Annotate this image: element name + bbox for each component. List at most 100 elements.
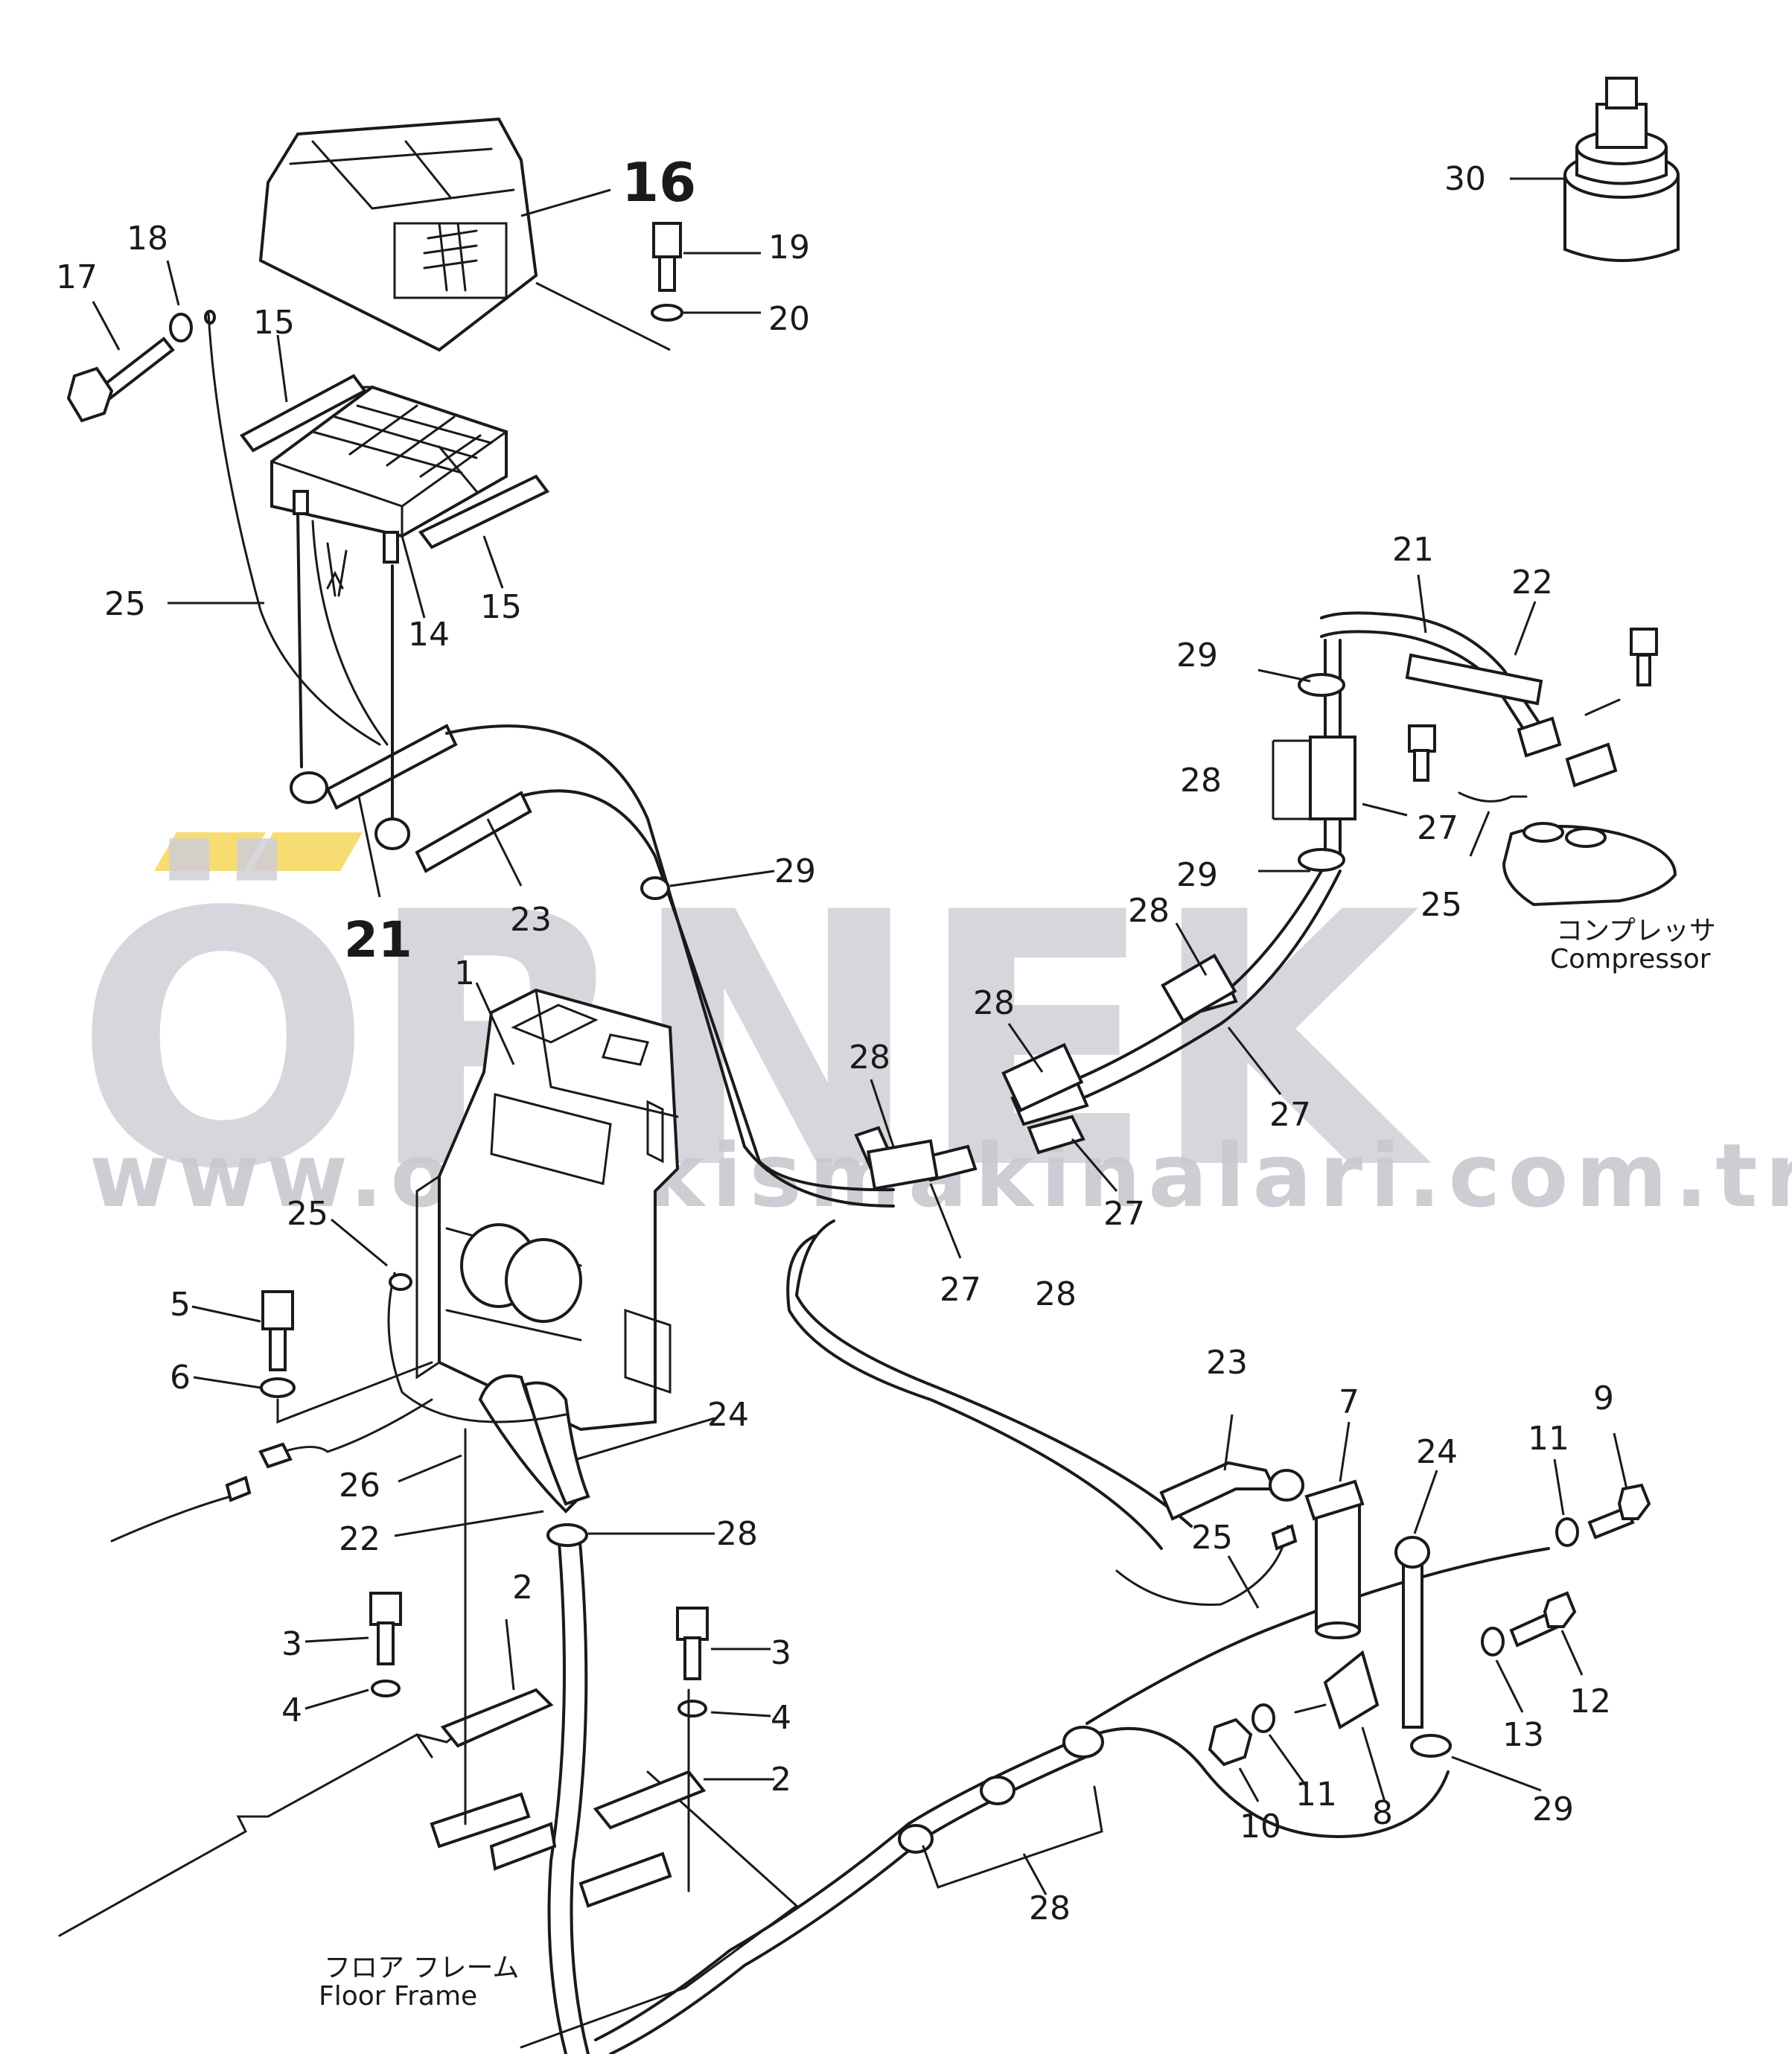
washer-part-20 — [651, 304, 761, 322]
callout-labels: 30 16 18 17 19 20 15 15 25 14 21 23 29 2… — [56, 151, 1614, 1927]
washer-part-6 — [193, 1361, 433, 1424]
callout-3-left: 3 — [281, 1625, 302, 1663]
callout-28-mid-left: 28 — [849, 1039, 890, 1077]
callout-14: 14 — [408, 616, 450, 654]
compressor-en-label: Compressor — [1550, 944, 1711, 975]
washer-part-11-lower — [1251, 1703, 1308, 1787]
callout-28-bottom: 28 — [1029, 1889, 1071, 1927]
bolt-part-19 — [652, 222, 761, 292]
expansion-fitting-part-14 — [293, 490, 426, 619]
callout-25-right: 25 — [1420, 886, 1462, 924]
callout-12: 12 — [1569, 1683, 1611, 1720]
callout-20: 20 — [768, 300, 810, 338]
cover-part-16 — [258, 117, 671, 352]
bolt-part-17 — [66, 301, 175, 423]
callout-19: 19 — [768, 229, 810, 267]
callout-18: 18 — [127, 220, 168, 258]
callout-25-left: 25 — [287, 1195, 328, 1233]
bolt-part-3-right — [676, 1607, 771, 1680]
callout-22-left: 22 — [339, 1520, 380, 1558]
wire-part-26 — [110, 1398, 462, 1543]
callout-15-upper: 15 — [253, 304, 295, 342]
callout-6: 6 — [170, 1359, 191, 1397]
callout-29-main: 29 — [774, 852, 816, 890]
pad-part-15-lower — [418, 474, 550, 589]
callout-4-right: 4 — [771, 1699, 791, 1737]
floor-frame-en-label: Floor Frame — [319, 1981, 477, 2012]
callout-16: 16 — [622, 151, 696, 214]
washer-part-18 — [166, 260, 216, 342]
hose-part-24-lower — [523, 1381, 715, 1506]
floor-brackets — [430, 1428, 690, 1908]
air-conditioner-unit-part-1 — [415, 982, 680, 1432]
callout-17: 17 — [56, 258, 98, 296]
callout-29-lower: 29 — [1532, 1790, 1574, 1828]
hose-part-23-upper — [374, 564, 532, 887]
hose-part-24-right — [1394, 1470, 1438, 1729]
pad-part-15-upper — [240, 334, 367, 453]
bolt-part-9 — [1587, 1432, 1651, 1540]
callout-28-mid-right: 28 — [1128, 892, 1170, 930]
callout-27-right: 27 — [1417, 809, 1458, 847]
hose-part-21-upper — [290, 512, 458, 898]
washer-part-4-right — [677, 1700, 771, 1717]
bolt-part-5 — [191, 1290, 294, 1371]
callout-28-left: 28 — [716, 1515, 758, 1553]
callout-3-right: 3 — [771, 1634, 791, 1672]
bracket-part-8 — [1294, 1650, 1386, 1802]
callout-30: 30 — [1444, 160, 1486, 198]
callout-25-lower-right: 25 — [1191, 1519, 1233, 1557]
callout-21-left: 21 — [344, 911, 412, 969]
compressor — [1502, 822, 1677, 907]
callout-13: 13 — [1502, 1716, 1544, 1754]
bracket-part-2-lower — [593, 1770, 774, 1830]
washer-part-11-upper — [1553, 1458, 1579, 1547]
callout-11-upper: 11 — [1528, 1420, 1569, 1458]
callout-2-lower: 2 — [771, 1761, 791, 1799]
clamp-part-29-right — [1410, 1734, 1542, 1792]
callout-10: 10 — [1240, 1808, 1281, 1846]
lower-hose-run — [594, 1547, 1550, 2054]
bolt-part-12 — [1509, 1591, 1584, 1676]
callout-23-lower: 23 — [1206, 1344, 1248, 1382]
floor-frame-jp-label: フロア フレーム — [324, 1953, 519, 1983]
compressor-jp-label: コンプレッサ — [1556, 916, 1716, 946]
callout-29-right-lower: 29 — [1176, 856, 1218, 894]
callout-21-right: 21 — [1392, 531, 1434, 569]
callout-29-right-upper: 29 — [1176, 637, 1218, 674]
callout-2-upper: 2 — [512, 1569, 533, 1607]
callout-27-mid-left: 27 — [940, 1271, 981, 1309]
nut-part-10 — [1208, 1717, 1260, 1802]
receiver-part-7 — [1304, 1421, 1365, 1639]
wire-part-25-right — [1115, 1524, 1298, 1609]
callout-4-left: 4 — [281, 1691, 302, 1729]
callout-24-right: 24 — [1416, 1433, 1458, 1471]
callout-1: 1 — [454, 954, 475, 992]
compressor-leaders — [1257, 574, 1537, 873]
callout-23-upper: 23 — [510, 901, 552, 939]
clamp-part-29-main — [640, 870, 775, 900]
callout-11-lower: 11 — [1295, 1776, 1337, 1814]
callout-5: 5 — [170, 1286, 191, 1324]
clamps-and-covers-middle — [854, 922, 1282, 1259]
callout-8: 8 — [1372, 1794, 1393, 1832]
main-hose-run — [445, 724, 1193, 1550]
wire-part-25-upper — [168, 311, 389, 746]
callout-28-lower-mid: 28 — [1035, 1275, 1077, 1313]
callout-25-upper: 25 — [104, 585, 146, 623]
callout-15-lower: 15 — [480, 588, 522, 626]
callout-9: 9 — [1593, 1380, 1614, 1417]
compressor-hose-assembly — [1056, 611, 1658, 1107]
callout-28-mid: 28 — [973, 984, 1015, 1022]
receiver-drier-part-30 — [1510, 77, 1680, 262]
callout-22-right: 22 — [1511, 564, 1553, 602]
callout-24-left: 24 — [707, 1396, 749, 1434]
hose-part-23-lower — [1159, 1414, 1304, 1521]
callout-28-right: 28 — [1180, 762, 1222, 800]
washer-part-13 — [1481, 1627, 1524, 1713]
callout-27-mid: 27 — [1103, 1195, 1145, 1233]
callout-7: 7 — [1339, 1383, 1359, 1421]
bolt-part-3-left — [304, 1592, 402, 1665]
callout-26: 26 — [339, 1467, 380, 1505]
washer-part-4-left — [304, 1680, 401, 1710]
